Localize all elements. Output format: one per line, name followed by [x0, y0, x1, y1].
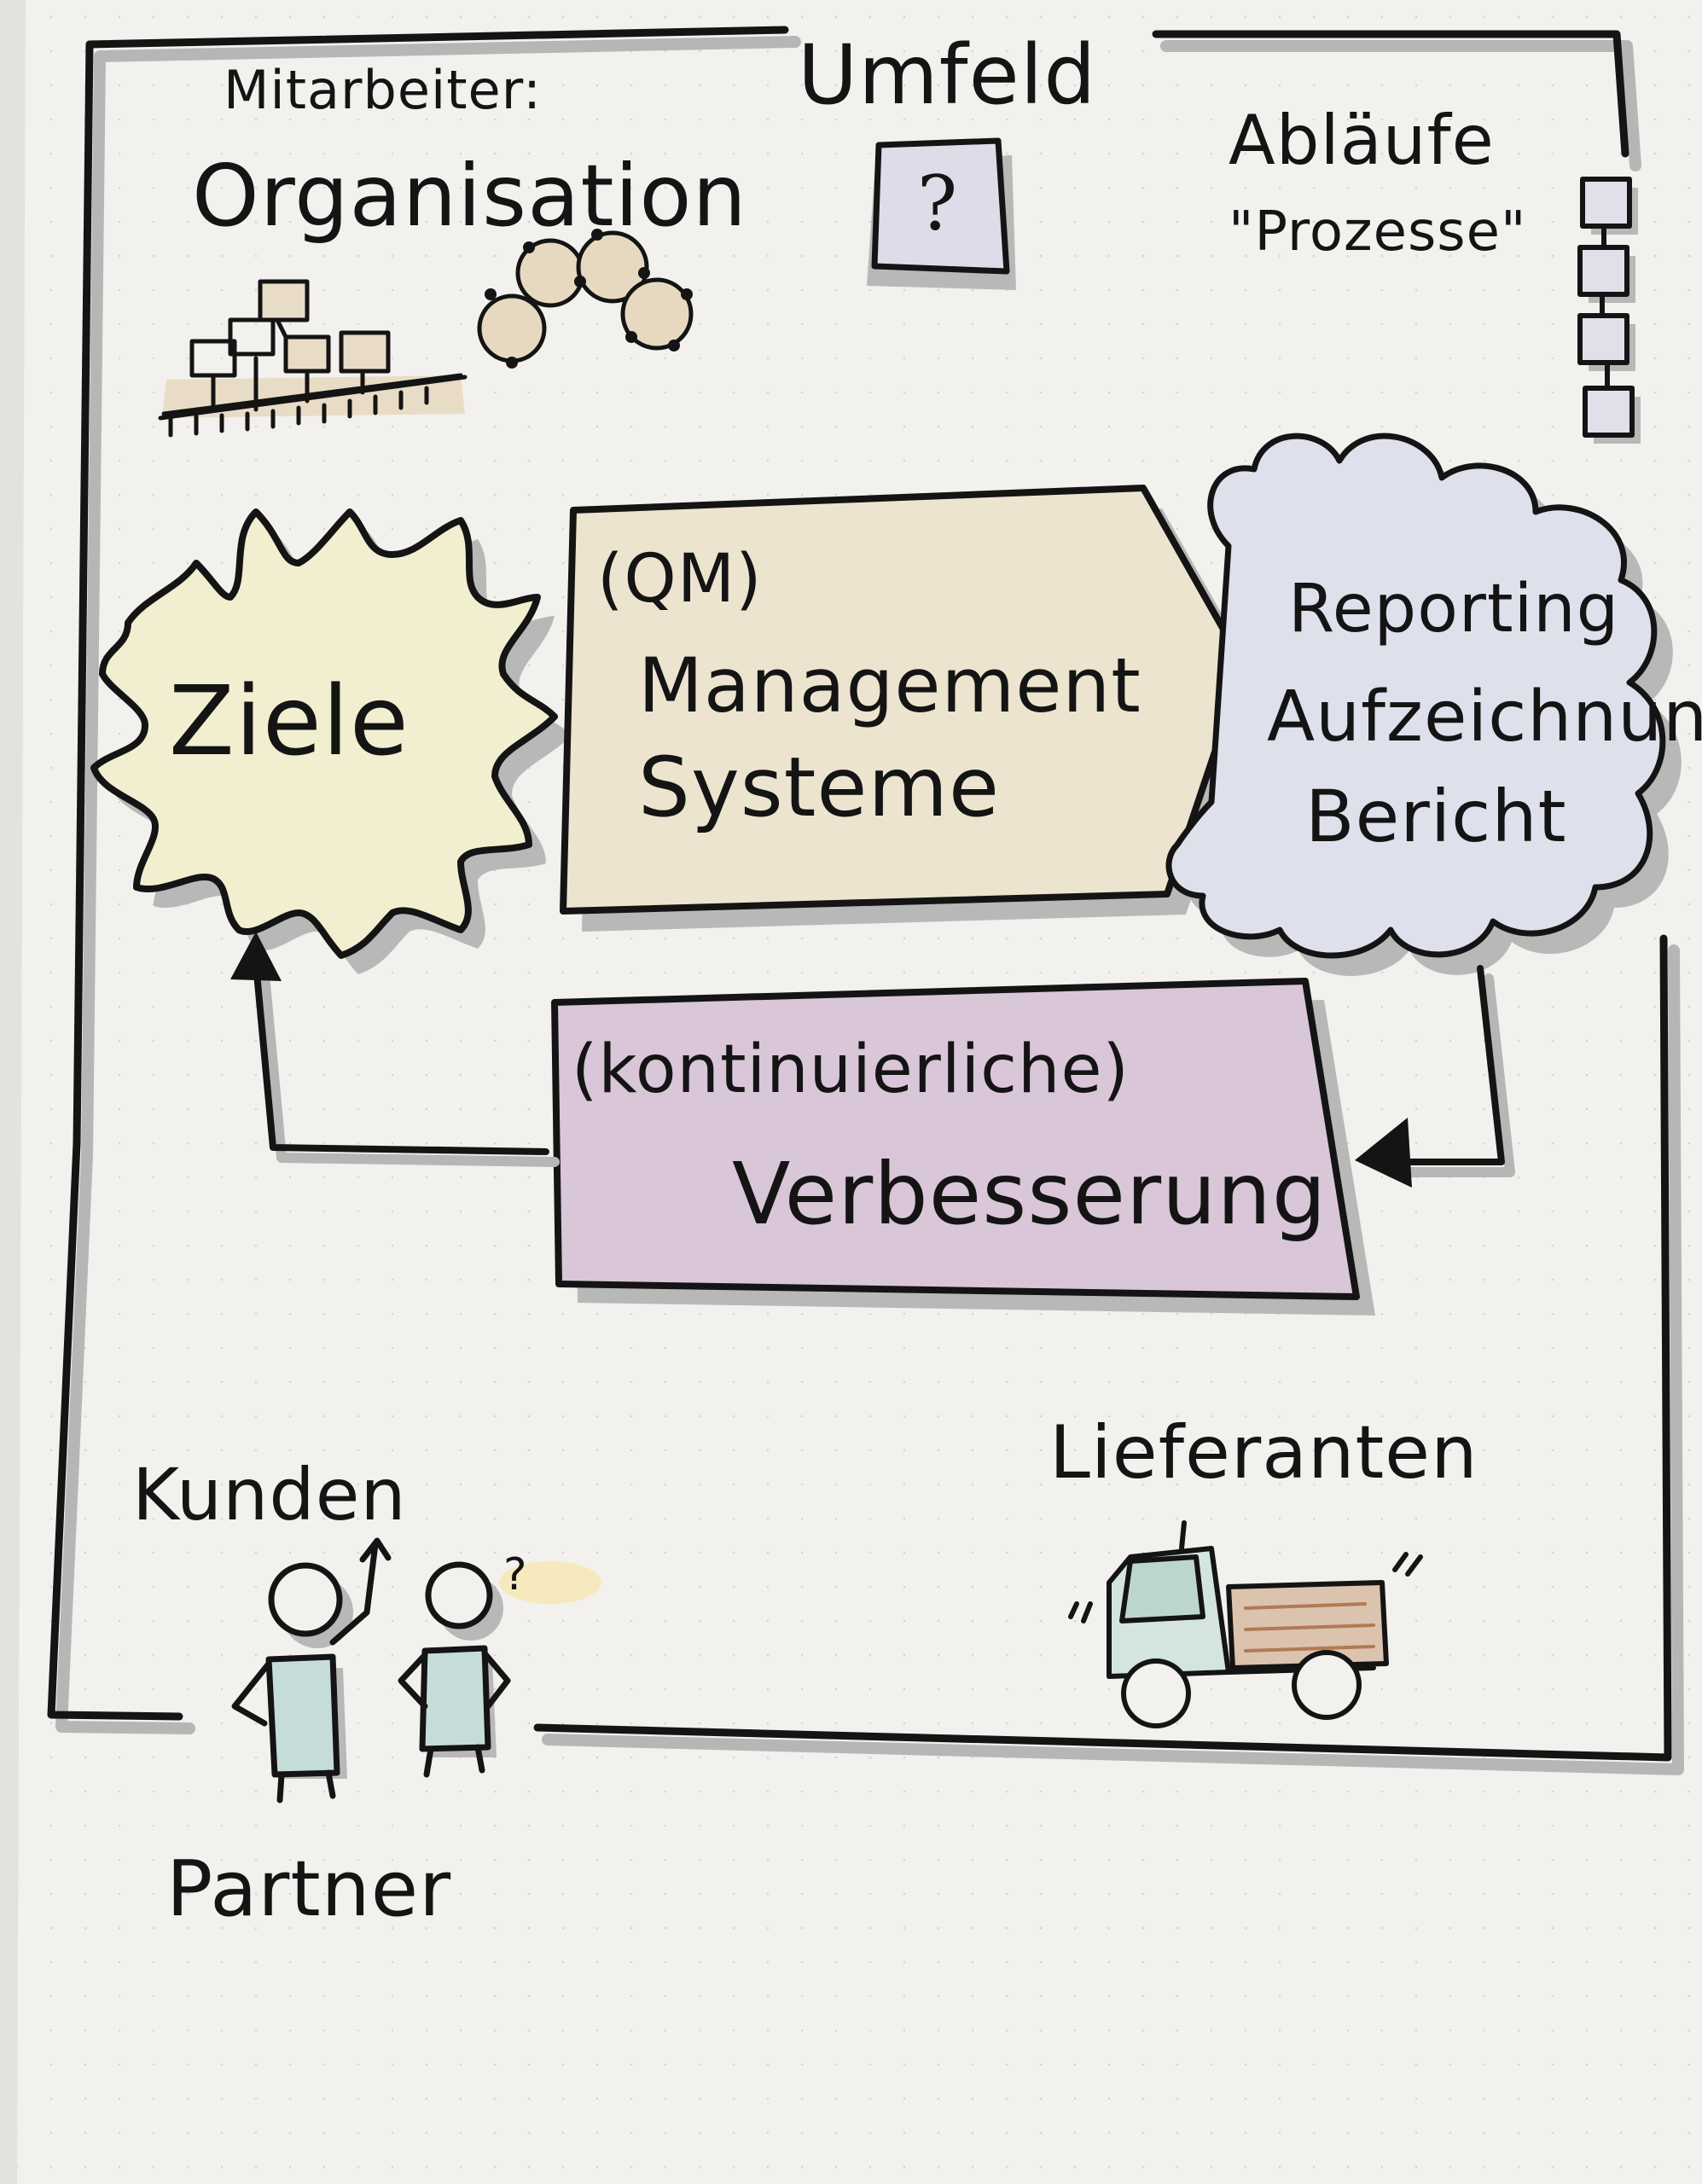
kunden-label: Kunden	[132, 1453, 407, 1536]
umfeld-title: Umfeld	[798, 27, 1097, 123]
organisation-subtitle: Organisation	[192, 146, 747, 246]
reporting-line2: Aufzeichnung	[1267, 677, 1702, 758]
mitarbeiter-label: Mitarbeiter:	[224, 59, 542, 121]
management-line1: (QM)	[597, 541, 763, 618]
process-stack-icon	[1577, 177, 1641, 444]
umfeld-question-box	[867, 137, 1016, 290]
reporting-cloud	[1165, 433, 1682, 976]
lieferanten-label: Lieferanten	[1049, 1410, 1478, 1496]
management-line3: Systeme	[638, 740, 1001, 835]
reporting-line3: Bericht	[1305, 775, 1567, 858]
verbesserung-box	[551, 978, 1375, 1316]
verbesserung-line1: (kontinuierliche)	[572, 1031, 1130, 1108]
truck-icon	[1068, 1520, 1423, 1728]
cycle-arrows	[253, 961, 1515, 1177]
ziele-starburst	[90, 508, 572, 974]
kunden-question-mark: ?	[503, 1549, 528, 1600]
kunden-figures	[231, 1537, 601, 1804]
management-arrow-shape	[560, 485, 1263, 932]
verbesserung-line2: Verbesserung	[732, 1144, 1327, 1244]
management-line2: Management	[638, 642, 1141, 729]
partner-label: Partner	[166, 1844, 452, 1934]
arrowhead-into-verbesserung	[1355, 1118, 1412, 1188]
reporting-line1: Reporting	[1288, 571, 1620, 648]
umfeld-question-mark: ?	[917, 160, 959, 247]
organisation-boxes-icon	[158, 279, 468, 438]
frame-border	[47, 26, 1684, 1775]
arrowhead-into-ziele	[230, 932, 282, 981]
ablaeufe-label: Abläufe	[1229, 101, 1495, 180]
organisation-rings-icon	[477, 229, 694, 369]
ziele-label: Ziele	[169, 666, 410, 777]
prozesse-subtitle: "Prozesse"	[1229, 200, 1527, 264]
